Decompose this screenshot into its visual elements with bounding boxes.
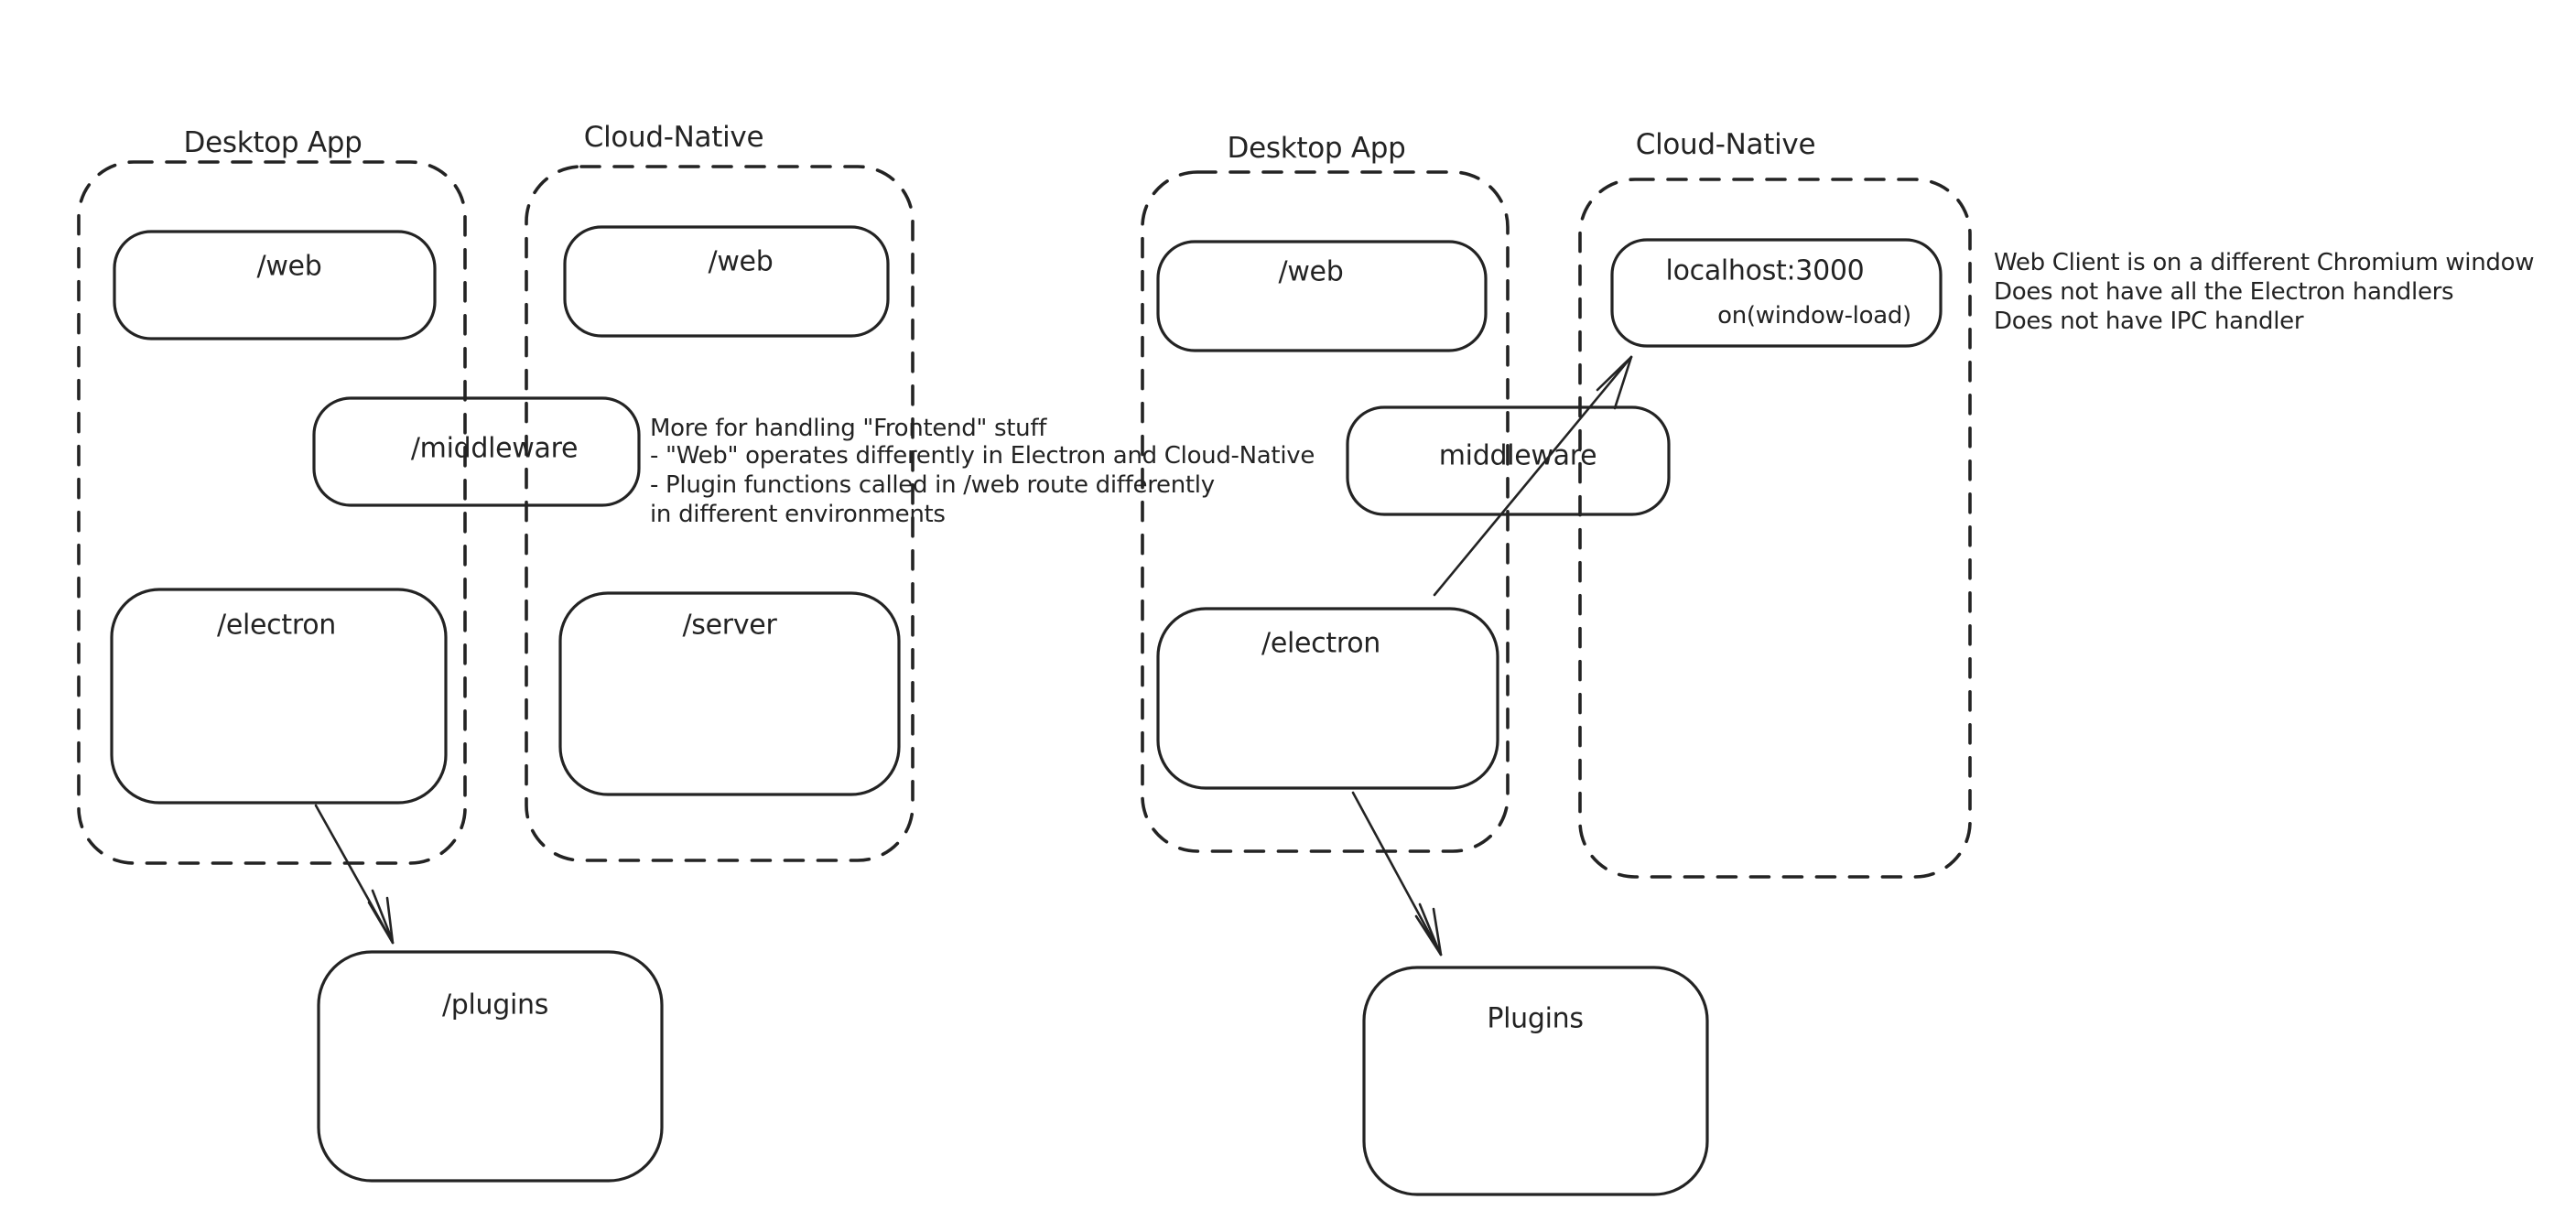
note-line: More for handling "Frontend" stuff xyxy=(650,415,1047,442)
right-plugins-box xyxy=(1362,966,1709,1196)
left-desktop-app-container xyxy=(77,160,467,865)
left-electron-to-plugins-arrow xyxy=(314,804,395,945)
note-line: Does not have all the Electron handlers xyxy=(1994,278,2453,306)
right-electron-label: /electron xyxy=(1261,628,1380,660)
left-electron-label: /electron xyxy=(217,610,336,642)
left-cloud-native-title: Cloud-Native xyxy=(584,121,764,154)
right-desktop-app-title: Desktop App xyxy=(1228,132,1406,165)
right-diagram: Desktop App Cloud-Native /web localhost:… xyxy=(1141,128,2535,1196)
note-line: - Plugin functions called in /web route … xyxy=(650,471,1215,499)
left-middleware-label: /middleware xyxy=(411,433,578,465)
left-server-box xyxy=(558,591,901,796)
right-desktop-app-container xyxy=(1141,170,1510,853)
right-plugins-label: Plugins xyxy=(1487,1003,1583,1035)
right-localhost-box xyxy=(1610,238,1943,348)
left-web-cloud-label: /web xyxy=(709,246,774,278)
right-electron-to-localhost-arrow xyxy=(1433,355,1633,597)
left-desktop-app-title: Desktop App xyxy=(184,126,363,159)
left-diagram: Desktop App Cloud-Native /web /web /midd… xyxy=(77,121,1315,1183)
left-electron-box xyxy=(110,588,448,805)
left-web-desktop-label: /web xyxy=(257,251,322,283)
left-plugins-box xyxy=(317,950,664,1183)
right-middleware-label: middleware xyxy=(1439,440,1597,472)
left-server-label: /server xyxy=(683,610,778,642)
left-middleware-box xyxy=(312,396,641,507)
left-web-cloud-box xyxy=(563,225,890,338)
right-web-label: /web xyxy=(1279,256,1344,288)
right-red-note: Web Client is on a different Chromium wi… xyxy=(1994,249,2535,335)
left-web-desktop-box xyxy=(113,230,437,340)
note-line: - "Web" operates differently in Electron… xyxy=(650,442,1315,470)
note-line: in different environments xyxy=(650,501,946,528)
right-web-box xyxy=(1156,240,1488,352)
note-line: Does not have IPC handler xyxy=(1994,308,2304,335)
right-middleware-box xyxy=(1346,405,1671,516)
right-cloud-native-title: Cloud-Native xyxy=(1636,128,1816,161)
left-plugins-label: /plugins xyxy=(442,989,548,1021)
right-localhost-label: localhost:3000 xyxy=(1666,255,1865,287)
note-line: Web Client is on a different Chromium wi… xyxy=(1994,249,2534,276)
left-green-note: More for handling "Frontend" stuff - "We… xyxy=(650,415,1315,528)
right-electron-box xyxy=(1156,607,1499,790)
right-electron-to-plugins-arrow xyxy=(1351,791,1443,956)
right-localhost-event-label: on(window-load) xyxy=(1717,302,1911,330)
right-cloud-native-container xyxy=(1578,178,1972,879)
left-cloud-native-container xyxy=(525,165,915,862)
